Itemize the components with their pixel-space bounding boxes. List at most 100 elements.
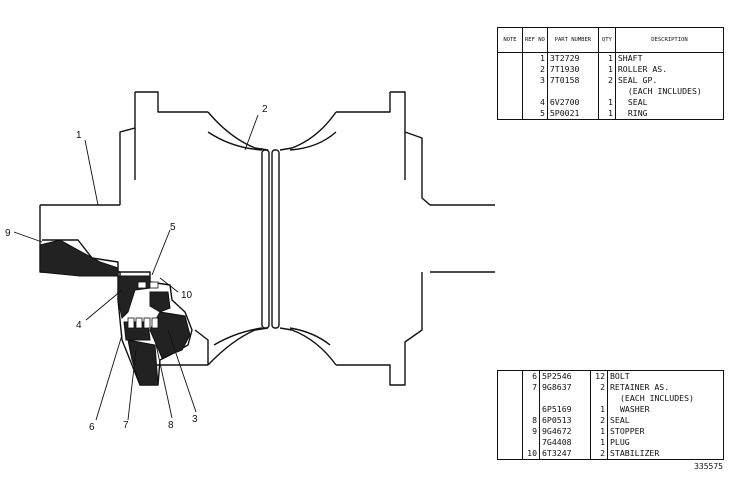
ref-cell: 3 — [522, 75, 548, 86]
callout-8: 8 — [168, 420, 174, 431]
desc-cell: STOPPER — [610, 426, 645, 436]
table-row: 7G4408 1 PLUG — [497, 437, 724, 448]
ref-cell: 1 — [522, 52, 548, 64]
header-desc: DESCRIPTION — [614, 27, 725, 53]
table-header-row: NOTE REF NO PART NUMBER QTY DESCRIPTION — [497, 27, 725, 53]
desc-cell: BOLT — [610, 371, 630, 381]
desc-cell: WASHER — [620, 404, 650, 414]
qty-cell: 12 — [590, 370, 608, 382]
part-cell: 7T0158 — [547, 75, 599, 86]
qty-cell — [598, 86, 616, 97]
ref-cell: 2 — [522, 64, 548, 75]
table-row: 9 9G4672 1 STOPPER — [497, 426, 724, 437]
callout-6: 6 — [89, 422, 95, 433]
header-part: PART NUMBER — [546, 27, 599, 53]
header-note: NOTE — [497, 27, 523, 53]
note-cell — [497, 52, 523, 64]
callout-2: 2 — [262, 104, 268, 115]
header-qty: QTY — [597, 27, 616, 53]
desc-cell: (EACH INCLUDES) — [627, 86, 702, 96]
callout-9: 9 — [5, 228, 11, 239]
table-row: 3 7T0158 2 SEAL GP. — [497, 75, 724, 86]
callout-1: 1 — [76, 130, 82, 141]
table-row: 8 6P0513 2 SEAL — [497, 415, 724, 426]
callout-4: 4 — [76, 320, 82, 331]
part-cell: 6P5169 — [539, 404, 591, 415]
note-cell — [497, 448, 523, 460]
part-cell: 6P0513 — [539, 415, 591, 426]
qty-cell: 1 — [598, 108, 616, 120]
desc-cell: RING — [627, 108, 648, 118]
qty-cell: 1 — [598, 97, 616, 108]
note-cell — [497, 108, 523, 120]
qty-cell: 2 — [598, 75, 616, 86]
left-flange — [119, 91, 208, 205]
note-cell — [497, 415, 523, 426]
ref-cell: 4 — [522, 97, 548, 108]
table-row: 6 5P2546 12 BOLT — [497, 370, 724, 382]
ref-cell: 8 — [522, 415, 540, 426]
ref-cell — [522, 437, 540, 448]
qty-cell: 2 — [590, 448, 608, 460]
note-cell — [497, 64, 523, 75]
note-cell — [497, 370, 523, 382]
ref-cell: 5 — [522, 108, 548, 120]
desc-cell: RETAINER AS. — [610, 382, 670, 392]
table-row: 2 7T1930 1 ROLLER AS. — [497, 64, 724, 75]
desc-cell: STABILIZER — [610, 448, 660, 458]
callout-7: 7 — [123, 420, 129, 431]
part-cell: 6V2700 — [547, 97, 599, 108]
ref-cell: 9 — [522, 426, 540, 437]
roller-assembly-drawing: 1 2 3 4 5 6 7 8 9 10 — [5, 91, 495, 433]
part-cell: 7G4408 — [539, 437, 591, 448]
desc-cell: SHAFT — [617, 53, 643, 63]
note-cell — [497, 426, 523, 437]
roller-tread — [207, 111, 337, 151]
table-row: (EACH INCLUDES) — [497, 86, 724, 97]
parts-table-top: NOTE REF NO PART NUMBER QTY DESCRIPTION … — [497, 27, 725, 120]
table-row: 7 9G8637 2 RETAINER AS. — [497, 382, 724, 393]
right-flange — [336, 91, 431, 206]
desc-cell: SEAL — [610, 415, 630, 425]
part-cell: 7T1930 — [547, 64, 599, 75]
desc-cell: SEAL GP. — [617, 75, 658, 85]
callout-10: 10 — [181, 290, 193, 301]
part-cell: 3T2729 — [547, 52, 599, 64]
seal-section — [149, 291, 171, 313]
qty-cell: 1 — [590, 426, 608, 437]
header-ref: REF NO — [522, 27, 548, 53]
part-cell: 6T3247 — [539, 448, 591, 460]
note-cell — [497, 75, 523, 86]
table-row: 10 6T3247 2 STABILIZER — [497, 448, 724, 460]
part-cell: 9G4672 — [539, 426, 591, 437]
ref-cell: 10 — [522, 448, 540, 460]
part-cell — [547, 86, 599, 97]
shaft-right — [430, 204, 495, 273]
ref-cell: 6 — [522, 370, 540, 382]
part-cell: 5P2546 — [539, 370, 591, 382]
table-row: 5 5P0021 1 RING — [497, 108, 724, 120]
parts-table-bottom: 6 5P2546 12 BOLT 7 9G8637 2 RETAINER AS.… — [497, 370, 724, 460]
note-cell — [497, 404, 523, 415]
table-row: (EACH INCLUDES) — [497, 393, 724, 404]
desc-cell: PLUG — [610, 437, 630, 447]
qty-cell: 2 — [590, 415, 608, 426]
part-cell — [539, 393, 591, 404]
part-cell: 5P0021 — [547, 108, 599, 120]
drawing-number: 335575 — [694, 462, 723, 471]
qty-cell: 1 — [598, 64, 616, 75]
note-cell — [497, 86, 523, 97]
qty-cell: 1 — [590, 404, 608, 415]
note-cell — [497, 393, 523, 404]
centre-ring — [261, 149, 270, 329]
qty-cell — [590, 393, 608, 404]
desc-cell: (EACH INCLUDES) — [620, 393, 694, 403]
ref-cell — [522, 404, 540, 415]
callout-5: 5 — [170, 222, 176, 233]
table-row: 1 3T2729 1 SHAFT — [497, 52, 724, 64]
qty-cell: 1 — [590, 437, 608, 448]
table-row: 4 6V2700 1 SEAL — [497, 97, 724, 108]
desc-cell: ROLLER AS. — [617, 64, 668, 74]
qty-cell: 2 — [590, 382, 608, 393]
note-cell — [497, 382, 523, 393]
